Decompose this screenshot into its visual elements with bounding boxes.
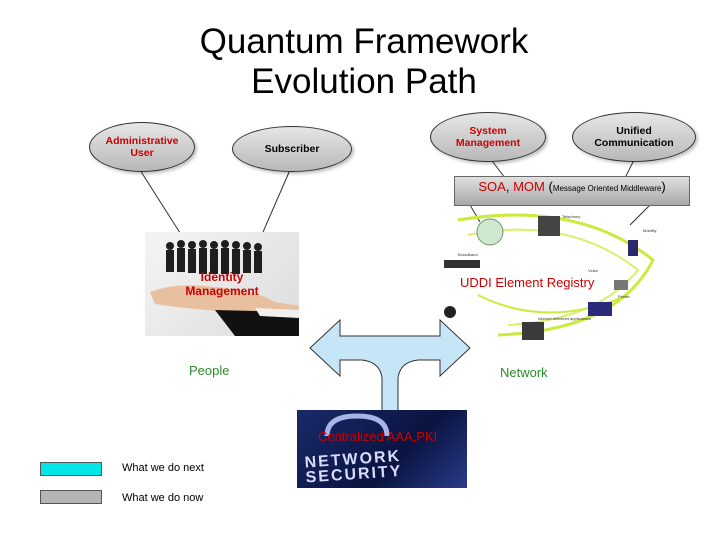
title-line-1: Quantum Framework [199,22,529,61]
title-line-2: Evolution Path [251,62,477,101]
laptop-icon [588,302,612,316]
uddi-element-registry-label: UDDI Element Registry [460,275,595,290]
printer-icon [614,280,628,290]
ellipse-system-management[interactable]: System Management [430,112,546,162]
fork-arrow-shape [309,318,471,413]
ellipse-subscriber[interactable]: Subscriber [232,126,352,172]
person-icon [444,306,456,318]
padlock-icon [324,413,390,437]
people-label: People [189,363,230,378]
network-label: Network [500,365,548,380]
legend-label-next: What we do next [122,462,204,474]
network-swoosh-1 [457,213,655,337]
identity-management-label: Identity Management [185,270,259,298]
soa-mom-bar: SOA, MOM (Message Oriented Middleware) [454,176,690,206]
broadband-box-icon [444,260,480,268]
label-video: Video [588,268,599,273]
label-mobility: Mobility [643,228,657,233]
subscriber-label: Subscriber [264,143,320,155]
soa-comma: , [505,179,510,194]
ellipse-administrative-user[interactable]: Administrative User [89,122,195,172]
fork-arrow [309,318,471,413]
line-soa-to-network-2 [629,204,651,226]
line-soa-to-network-1 [469,204,481,223]
legend-swatch-next [40,462,102,476]
people-photo [145,232,299,336]
network-security-image: NETWORK SECURITY [297,410,467,488]
administrative-user-label: Administrative User [105,135,179,159]
label-broadband: Broadband [458,252,478,257]
page-title: Quantum Framework Evolution Path [0,22,728,102]
network-swoosh-2 [467,228,640,326]
network-illustration: Telephony Mobility Video Printer Interne… [444,213,657,340]
soa-text: SOA [478,179,506,194]
paren-open: ( [548,179,553,194]
label-internet-apps: Internet delivered applications [538,316,591,321]
system-management-label: System Management [455,125,521,149]
label-printer: Printer [618,294,630,299]
unified-communication-label: Unified Communication [594,125,674,149]
mobile-icon [628,240,638,256]
ellipse-unified-communication[interactable]: Unified Communication [572,112,696,162]
centralized-aaa-pki-label: Centralized AAA,PKI [318,429,438,444]
label-telephony: Telephony [562,214,580,219]
hand-with-people-illustration [150,240,299,336]
globe-icon [476,218,504,246]
legend-swatch-now [40,490,102,504]
monitor-icon [522,322,544,340]
paren-close: ) [661,179,666,194]
phone-icon [538,216,560,236]
legend-label-now: What we do now [122,492,204,504]
mom-full-text: Message Oriented Middleware [552,184,662,193]
mom-text: MOM [513,179,545,194]
